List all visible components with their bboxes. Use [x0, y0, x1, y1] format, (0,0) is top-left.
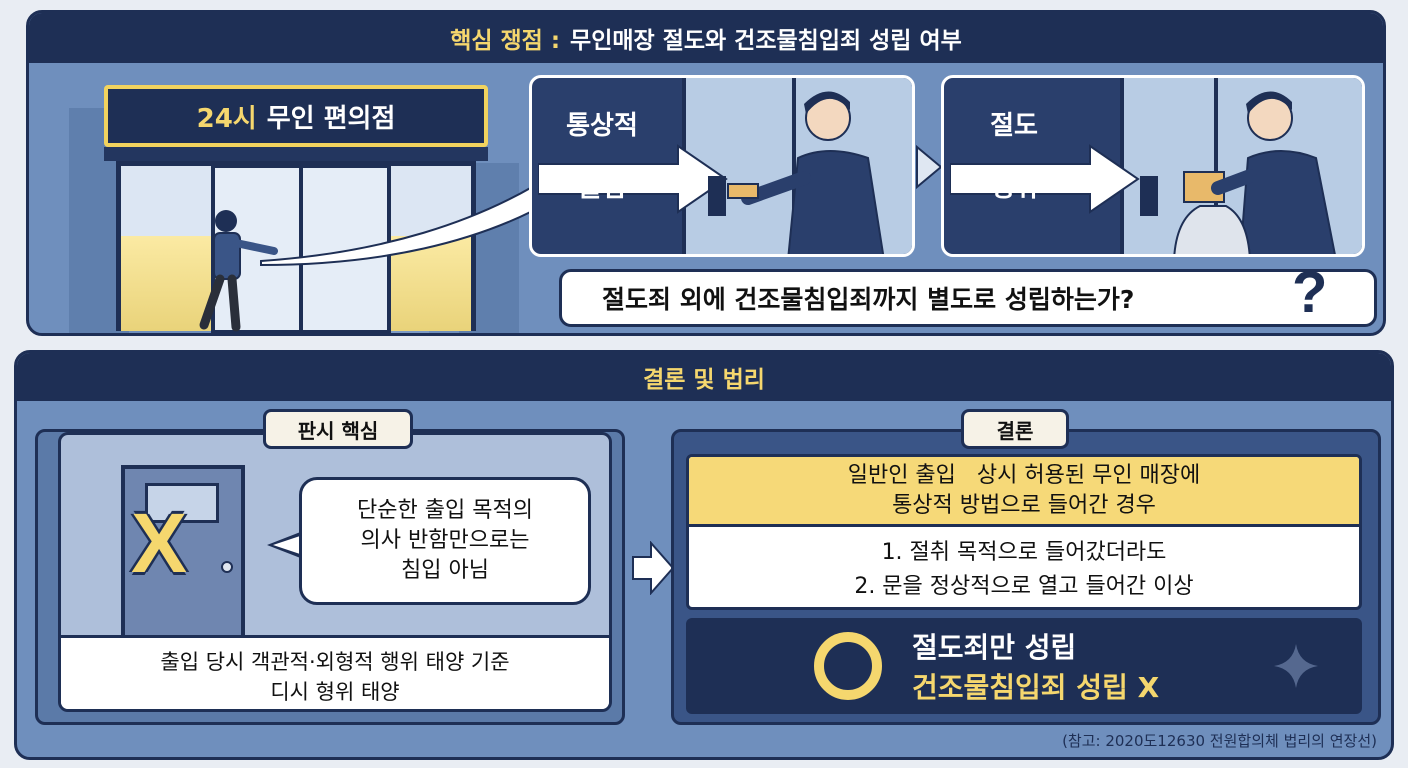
result-no-trespass: 건조물침입죄 성립 X	[912, 671, 1160, 704]
conclusion-tab-label: 결론	[996, 418, 1034, 443]
conclusion-section: 일반인 출입 상시 허용된 무인 매장에 통상적 방법으로 들어간 경우 1. …	[671, 429, 1381, 725]
normal-entry-label: 통상적 출입	[542, 104, 662, 210]
basis-line: 출입 당시 객관적·외형적 행위 태양 기준	[160, 649, 510, 674]
normal-entry-label-line1: 통상적	[566, 111, 638, 141]
ruling-core-tab: 판시 핵심	[263, 409, 413, 449]
store-awning	[104, 147, 488, 161]
right-arrow-icon	[950, 144, 1140, 214]
door-divider	[792, 78, 796, 254]
ruling-speech-bubble: 단순한 출입 목적의 의사 반함만으로는 침입 아님	[299, 477, 591, 605]
condition-item: 2. 문을 정상적으로 열고 들어간 이상	[854, 574, 1194, 599]
theft-label-line2: 행위	[990, 173, 1038, 203]
circle-o-icon	[814, 632, 882, 700]
key-question-box: 절도죄 외에 건조물침입죄까지 별도로 성립하는가?	[559, 269, 1377, 327]
condition-box: 일반인 출입 상시 허용된 무인 매장에 통상적 방법으로 들어간 경우 1. …	[686, 454, 1362, 610]
issue-header-highlight: 핵심 쟁점 :	[450, 28, 561, 54]
condition-list: 1. 절취 목적으로 들어갔더라도 2. 문을 정상적으로 열고 들어간 이상	[689, 527, 1359, 607]
x-mark-icon: X	[131, 496, 188, 590]
condition-heading-line: 일반인 출입 상시 허용된 무인 매장에	[847, 462, 1201, 488]
result-text: 절도죄만 성립 건조물침입죄 성립 X	[912, 628, 1159, 708]
judgment-basis-box: 출입 당시 객관적·외형적 행위 태양 기준 디시 형위 태양	[61, 635, 609, 709]
conclusion-header: 결론 및 법리	[17, 353, 1391, 401]
result-theft-only: 절도죄만 성립	[912, 631, 1077, 664]
reference-note: (참고: 2020도12630 전원합의체 법리의 연장선)	[1062, 732, 1377, 750]
issue-panel: 핵심 쟁점 : 무인매장 절도와 건조물침입죄 성립 여부 24시 무인 편의점	[26, 10, 1386, 336]
conclusion-panel: 결론 및 법리 판시 핵심 결론 X 단순한 출입 목적의 의사 반함만으로는 …	[14, 350, 1394, 760]
sparkle-icon	[1274, 644, 1318, 688]
ruling-core-section: X 단순한 출입 목적의 의사 반함만으로는 침입 아님 출입 당시 객관적·외…	[35, 429, 625, 725]
key-question-text: 절도죄 외에 건조물침입죄까지 별도로 성립하는가?	[602, 285, 1135, 314]
shop-interior-glow	[121, 236, 211, 331]
condition-heading: 일반인 출입 상시 허용된 무인 매장에 통상적 방법으로 들어간 경우	[689, 457, 1359, 527]
chevron-right-icon	[916, 145, 943, 189]
issue-header: 핵심 쟁점 : 무인매장 절도와 건조물침입죄 성립 여부	[29, 13, 1383, 63]
theft-scene: 절도 행위	[941, 75, 1365, 257]
theft-label-line1: 절도	[990, 111, 1038, 141]
person-entering-icon	[199, 210, 278, 332]
theft-label: 절도 행위	[954, 104, 1074, 210]
door-window	[145, 483, 219, 523]
store-sign-text: 무인 편의점	[266, 103, 396, 134]
door-knob	[221, 561, 233, 573]
swoosh-arrow-icon	[260, 171, 556, 267]
ruling-core-tab-label: 판시 핵심	[297, 418, 379, 443]
ruling-core-card: X 단순한 출입 목적의 의사 반함만으로는 침입 아님 출입 당시 객관적·외…	[58, 432, 612, 712]
door-divider	[299, 164, 303, 333]
right-arrow-icon	[632, 541, 675, 595]
store-sign: 24시 무인 편의점	[104, 85, 488, 147]
right-arrow-icon	[538, 144, 728, 214]
normal-entry-label-line2: 출입	[578, 173, 626, 203]
door-icon: X	[121, 465, 245, 651]
speech-line: 단순한 출입 목적의	[357, 498, 533, 523]
store-sign-number: 24시	[196, 103, 257, 134]
convenience-store-illustration: 24시 무인 편의점	[104, 73, 504, 333]
person-opening-door-icon	[708, 91, 885, 254]
basis-line: 디시 형위 태양	[270, 679, 400, 704]
speech-line: 의사 반함만으로는	[360, 528, 530, 553]
normal-entry-scene: 통상적 출입	[529, 75, 915, 257]
result-box: 절도죄만 성립 건조물침입죄 성립 X	[686, 618, 1362, 714]
speech-line: 침입 아님	[401, 558, 489, 583]
door-divider	[1214, 78, 1218, 254]
condition-item: 1. 절취 목적으로 들어갔더라도	[881, 540, 1167, 565]
speech-bubble-tail-fill	[273, 535, 303, 555]
condition-heading-line: 통상적 방법으로 들어간 경우	[892, 492, 1156, 518]
issue-header-title: 무인매장 절도와 건조물침입죄 성립 여부	[570, 28, 962, 54]
person-stealing-icon	[1140, 91, 1336, 254]
question-mark-icon: ?	[1292, 260, 1328, 325]
conclusion-tab: 결론	[961, 409, 1069, 449]
